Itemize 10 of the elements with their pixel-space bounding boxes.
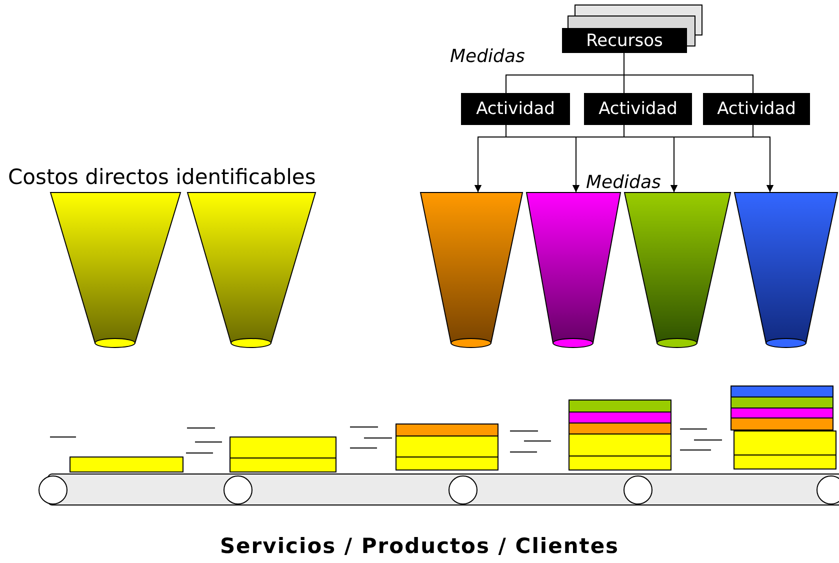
activity-box: Actividad bbox=[461, 93, 570, 125]
caption: Servicios / Productos / Clientes bbox=[218, 534, 620, 558]
measure-label: Medidas bbox=[586, 172, 661, 193]
activity-box: Actividad bbox=[584, 93, 692, 125]
group-label: Costos directos identificables bbox=[8, 165, 316, 189]
activity-box: Actividad bbox=[703, 93, 810, 125]
measure-label: Medidas bbox=[450, 46, 525, 67]
connector-line bbox=[624, 52, 754, 94]
resource-box: Recursos bbox=[562, 28, 687, 53]
arrow bbox=[752, 124, 774, 192]
